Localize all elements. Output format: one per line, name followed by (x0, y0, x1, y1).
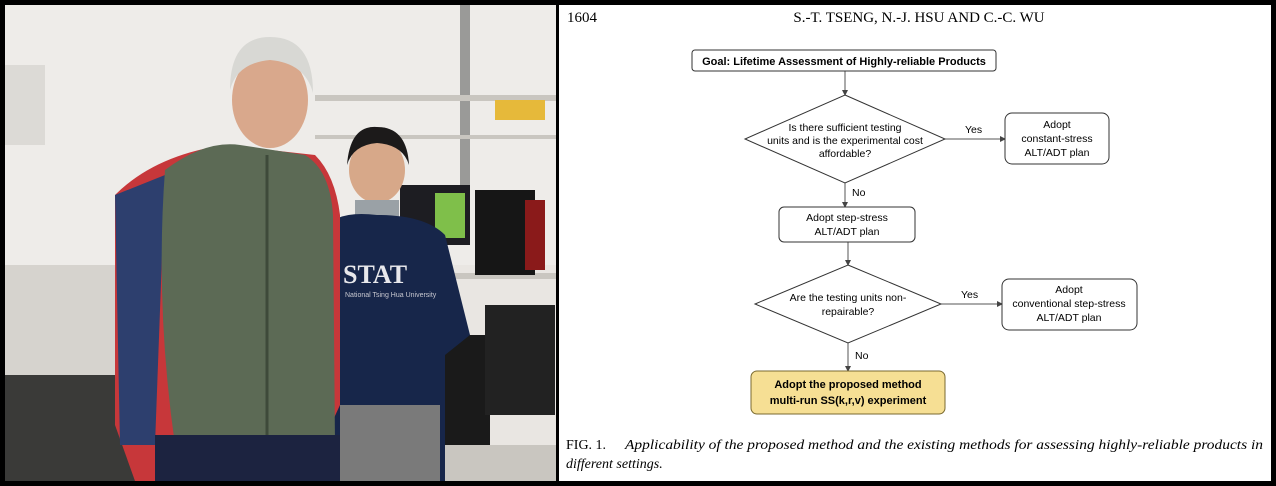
decision2-line2: repairable? (822, 306, 875, 318)
running-head: S.-T. TSENG, N.-J. HSU AND C.-C. WU (793, 10, 1044, 26)
final-line1: Adopt the proposed method (774, 379, 921, 391)
result2-line3: ALT/ADT plan (1037, 312, 1102, 324)
shirt-subtext: National Tsing Hua University (345, 292, 437, 299)
portrait-photo: STAT National Tsing Hua University (5, 5, 556, 481)
decision1-line1: Is there sufficient testing (788, 122, 901, 134)
yes-label-2: Yes (961, 289, 978, 301)
result2-line2: conventional step-stress (1012, 298, 1125, 310)
result1-line1: Adopt (1043, 119, 1071, 131)
result2-line1: Adopt (1055, 284, 1083, 296)
result1-line3: ALT/ADT plan (1025, 147, 1090, 159)
caption-line1: Applicability of the proposed method and… (624, 438, 1263, 453)
shirt-text: STAT (343, 260, 407, 289)
decision-2: Are the testing units non- repairable? (753, 264, 943, 344)
final-line2: multi-run SS(k,r,v) experiment (770, 395, 927, 407)
yes-label-1: Yes (965, 124, 982, 136)
goal-box: Goal: Lifetime Assessment of Highly-reli… (691, 49, 997, 72)
page-number: 1604 (567, 10, 598, 26)
step-stress-box: Adopt step-stress ALT/ADT plan (778, 206, 916, 243)
paper-page: 1604 S.-T. TSENG, N.-J. HSU AND C.-C. WU… (556, 5, 1271, 481)
decision1-line3: affordable? (819, 148, 872, 160)
caption-label: FIG. 1. (566, 438, 606, 453)
decision2-line1: Are the testing units non- (790, 292, 907, 304)
goal-text: Goal: Lifetime Assessment of Highly-reli… (702, 56, 986, 68)
flowchart-figure: 1604 S.-T. TSENG, N.-J. HSU AND C.-C. WU… (566, 10, 1263, 472)
decision1-line2: units and is the experimental cost (767, 135, 923, 147)
no-label-1: No (852, 187, 866, 199)
figure-caption: FIG. 1. Applicability of the proposed me… (566, 438, 1263, 472)
caption-line2: different settings. (566, 457, 663, 472)
result1-line2: constant-stress (1021, 133, 1092, 145)
no-label-2: No (855, 350, 869, 362)
step-line1: Adopt step-stress (806, 212, 888, 224)
decision-1: Is there sufficient testing units and is… (743, 94, 947, 184)
constant-stress-box: Adopt constant-stress ALT/ADT plan (1004, 112, 1110, 165)
proposed-method-box: Adopt the proposed method multi-run SS(k… (750, 370, 946, 415)
conventional-step-stress-box: Adopt conventional step-stress ALT/ADT p… (1001, 278, 1138, 331)
step-line2: ALT/ADT plan (815, 226, 880, 238)
